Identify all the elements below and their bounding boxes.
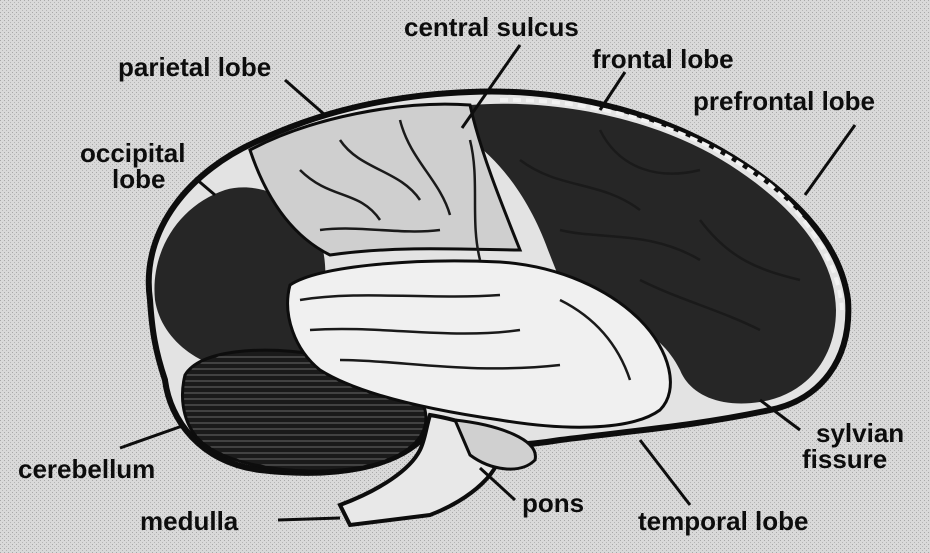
- label-pons: pons: [522, 490, 584, 516]
- label-prefrontal-lobe: prefrontal lobe: [693, 88, 875, 114]
- label-sylvian-line1: sylvian: [802, 420, 904, 446]
- label-parietal-lobe: parietal lobe: [118, 54, 271, 80]
- leader-medulla: [278, 518, 340, 520]
- label-occipital-line2: lobe: [80, 166, 185, 192]
- label-occipital-lobe: occipital lobe: [80, 140, 185, 192]
- label-sylvian-fissure: sylvian fissure: [802, 420, 904, 472]
- label-occipital-line1: occipital: [80, 140, 185, 166]
- label-medulla: medulla: [140, 508, 238, 534]
- label-frontal-lobe: frontal lobe: [592, 46, 734, 72]
- label-sylvian-line2: fissure: [802, 446, 904, 472]
- label-central-sulcus: central sulcus: [404, 14, 579, 40]
- label-cerebellum: cerebellum: [18, 456, 155, 482]
- label-temporal-lobe: temporal lobe: [638, 508, 808, 534]
